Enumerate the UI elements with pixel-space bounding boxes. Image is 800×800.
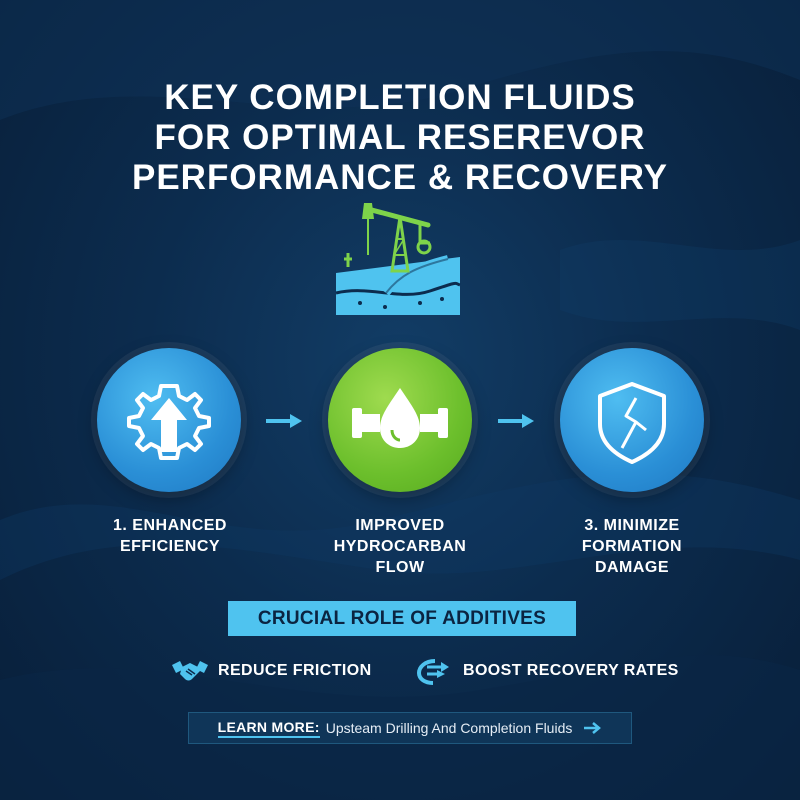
pipe-droplet-icon [352,388,448,448]
cracked-shield-icon [598,382,666,464]
step-3-label: 3. MINIMIZE FORMATION DAMAGE [532,515,732,578]
handshake-icon [172,661,208,681]
title-line-1: KEY COMPLETION FLUIDS [164,78,636,117]
benefit-reduce-friction: REDUCE FRICTION [170,657,372,685]
step-1-line-2: EFFICIENCY [119,538,221,555]
benefit-boost-recovery: BOOST RECOVERY RATES [415,657,679,685]
arrow-right-icon [584,722,602,734]
step-1-line-1: 1. ENHANCED [113,517,227,534]
step-3-circle [560,348,704,492]
arrow-right-icon [498,414,534,428]
learn-more-text: Upsteam Drilling And Completion Fluids [325,720,573,736]
step-3-line-2: FORMATION [581,538,683,555]
additives-banner: CRUCIAL ROLE OF ADDITIVES [228,601,576,636]
benefit-boost-recovery-label: BOOST RECOVERY RATES [463,662,679,679]
oil-pumpjack-reservoir-icon [335,203,461,315]
learn-more-label: LEARN MORE: [217,719,320,738]
step-1-circle [97,348,241,492]
title-line-2: FOR OPTIMAL RESEREVOR [154,118,646,157]
arrow-right-icon [266,414,302,428]
step-2-line-1: IMPROVED [355,517,445,534]
benefit-reduce-friction-label: REDUCE FRICTION [218,662,372,679]
step-3-line-1: 3. MINIMIZE [584,517,680,534]
learn-more-link[interactable]: LEARN MORE: Upsteam Drilling And Complet… [188,712,632,744]
step-2-label: IMPROVED HYDROCARBAN FLOW [300,515,500,578]
step-2-line-3: FLOW [375,559,425,576]
step-2-circle [328,348,472,492]
step-3-line-3: DAMAGE [594,559,670,576]
step-1-label: 1. ENHANCED EFFICIENCY [70,515,270,557]
gear-up-arrow-icon [127,384,211,460]
title-line-3: PERFORMANCE & RECOVERY [131,158,669,197]
page-title: KEY COMPLETION FLUIDS FOR OPTIMAL RESERE… [0,78,800,198]
step-2-line-2: HYDROCARBAN [333,538,467,555]
recovery-arrows-icon [416,659,449,685]
